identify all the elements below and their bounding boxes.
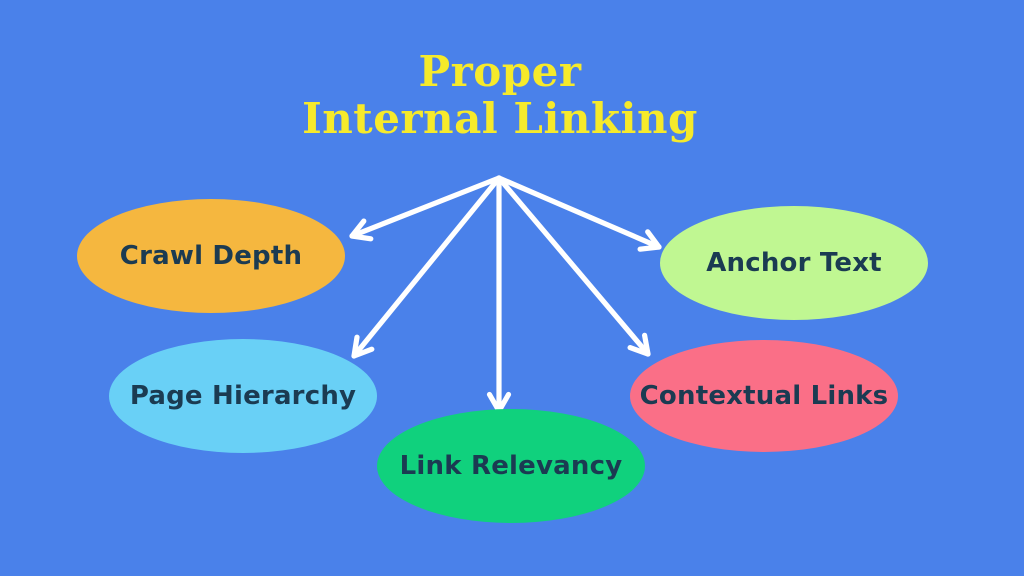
title-line-2: Internal Linking [302,94,698,143]
arrow-to-contextual-links [496,175,651,357]
arrow-to-page-hierarchy [351,175,502,359]
node-anchor-text-label: Anchor Text [706,248,882,278]
arrow-to-link-relevancy [486,175,512,414]
node-crawl-depth: Crawl Depth [77,199,345,313]
arrow-to-anchor-text [496,175,662,252]
title-line-1: Proper [418,47,582,96]
node-contextual-links: Contextual Links [630,340,898,452]
node-page-hierarchy: Page Hierarchy [109,339,377,453]
node-page-hierarchy-label: Page Hierarchy [129,381,357,411]
node-anchor-text: Anchor Text [660,206,928,320]
node-contextual-links-label: Contextual Links [639,381,889,411]
node-link-relevancy: Link Relevancy [377,409,645,523]
node-link-relevancy-label: Link Relevancy [399,451,623,481]
arrow-to-crawl-depth [349,175,502,242]
page-title: Proper Internal Linking [0,48,1012,142]
node-crawl-depth-label: Crawl Depth [119,241,303,271]
